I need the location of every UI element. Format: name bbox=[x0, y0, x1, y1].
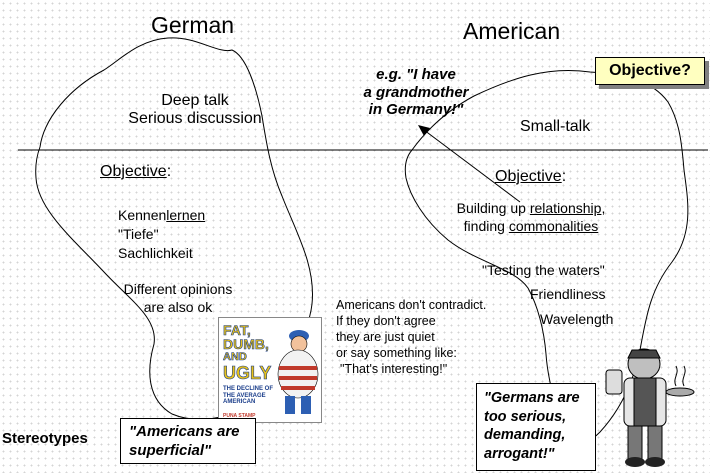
testing-the-waters: "Testing the waters" bbox=[482, 262, 605, 278]
stereotypes-label: Stereotypes bbox=[2, 430, 88, 447]
german-objective-item: Kennenlernen bbox=[118, 207, 206, 223]
german-surface-line: Deep talk bbox=[161, 92, 229, 109]
book-subtitle: THE DECLINE OF THE AVERAGE AMERICAN bbox=[223, 386, 274, 406]
middle-note-line: "That's interesting!" bbox=[340, 362, 448, 376]
wavelength: Wavelength bbox=[540, 311, 614, 327]
quote-line: arrogant!" bbox=[484, 445, 555, 462]
middle-note-line: or say something like: bbox=[336, 346, 457, 360]
german-title: German bbox=[151, 12, 235, 38]
american-surface: Small-talk bbox=[520, 118, 591, 135]
german-opinions-line: are also ok bbox=[143, 299, 213, 316]
book-author: PUNA STAMP bbox=[223, 413, 256, 419]
german-opinions: Different opinions are also ok bbox=[108, 280, 248, 316]
quote-line: "Americans are bbox=[129, 423, 240, 440]
american-building: Building up relationship, finding common… bbox=[436, 199, 626, 235]
german-opinions-line: Different opinions bbox=[123, 281, 233, 297]
middle-note-line: Americans don't contradict. bbox=[336, 298, 487, 312]
american-title: American bbox=[463, 18, 561, 44]
commonalities-term: commonalities bbox=[508, 218, 599, 235]
book-title-line: FAT, bbox=[223, 322, 251, 339]
middle-note-line: If they don't agree bbox=[336, 314, 436, 328]
german-stereotype-box: "Germans are too serious, demanding, arr… bbox=[476, 383, 596, 471]
waiter-figure bbox=[605, 348, 695, 467]
middle-note-line: they are just quiet bbox=[336, 330, 435, 344]
building-line-2: finding commonalities bbox=[463, 218, 599, 235]
german-objective-item: "Tiefe" bbox=[118, 225, 159, 242]
quote-line: "Germans are bbox=[484, 390, 580, 406]
book-cover-image: FAT, DUMB, AND UGLY THE DECLINE OF THE A… bbox=[218, 317, 322, 423]
example-line: in Germany!" bbox=[368, 101, 464, 119]
building-line-1: Building up relationship, bbox=[456, 200, 606, 216]
objective-question-box: Objective? bbox=[595, 57, 705, 85]
quote-line: superficial" bbox=[129, 441, 212, 459]
book-title-line: DUMB, bbox=[223, 336, 269, 353]
german-objective-list: Kennenlernen "Tiefe" Sachlichkeit bbox=[118, 206, 205, 263]
american-example-quote: e.g. "I have a grandmother in Germany!" bbox=[346, 66, 486, 119]
example-line: e.g. "I have bbox=[376, 66, 456, 83]
german-objective-label: Objective bbox=[100, 163, 167, 180]
american-stereotype-box: "Americans are superficial" bbox=[120, 418, 256, 464]
german-iceberg-outline bbox=[35, 37, 314, 420]
american-objective-label: Objective bbox=[495, 168, 562, 185]
german-surface-line: Serious discussion bbox=[128, 110, 262, 128]
book-title-line: AND bbox=[223, 351, 247, 364]
friendliness: Friendliness bbox=[530, 286, 606, 302]
quote-line: demanding, bbox=[484, 427, 566, 444]
german-surface: Deep talk Serious discussion bbox=[100, 92, 290, 129]
example-arrow-line bbox=[423, 129, 521, 203]
example-line: a grandmother bbox=[363, 83, 469, 101]
german-objective-heading: Objective: bbox=[100, 163, 172, 180]
example-arrowhead bbox=[418, 125, 430, 136]
relationship-term: relationship bbox=[529, 200, 602, 216]
american-objective-heading: Objective: bbox=[495, 168, 567, 185]
middle-note: Americans don't contradict. If they don'… bbox=[336, 297, 486, 377]
book-title-line: UGLY bbox=[223, 363, 272, 384]
german-objective-item: Sachlichkeit bbox=[118, 244, 193, 261]
quote-line: too serious, bbox=[484, 408, 567, 425]
fat-man-illustration bbox=[277, 330, 319, 414]
